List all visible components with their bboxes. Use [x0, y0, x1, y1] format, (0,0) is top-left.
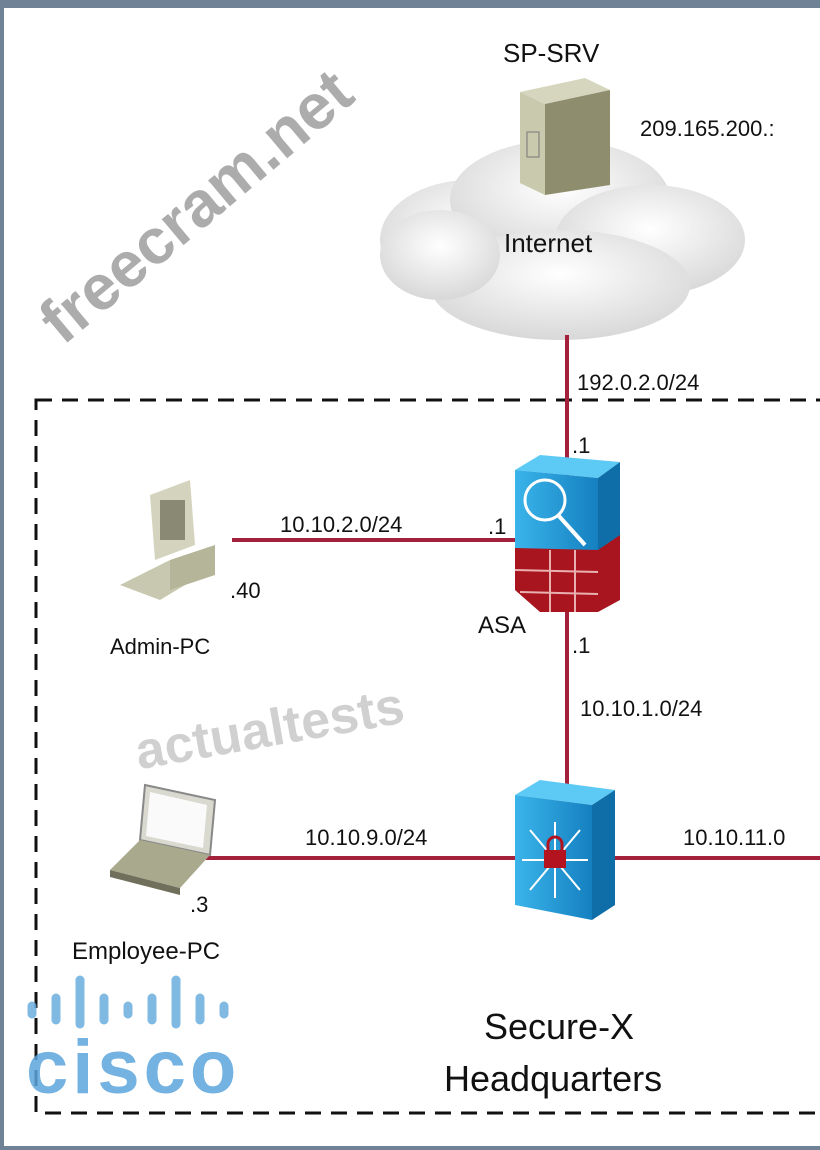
subnet-admin-asa: 10.10.2.0/24 — [280, 512, 403, 537]
asa-inside-ip: .1 — [572, 633, 591, 658]
server-icon — [520, 78, 610, 195]
server-address: 209.165.200.: — [640, 116, 775, 141]
site-boundary — [34, 398, 820, 1115]
cisco-logo-bars-watermark — [27, 975, 229, 1029]
network-diagram: SP-SRV 209.165.200.: Internet 192.0.2.0/… — [4, 8, 820, 1146]
admin-pc-icon — [120, 480, 215, 600]
site-name-line2: Headquarters — [444, 1058, 663, 1099]
server-label: SP-SRV — [503, 38, 600, 68]
admin-pc-host: .40 — [230, 578, 261, 603]
cloud-label: Internet — [504, 228, 593, 258]
asa-outside-ip: .1 — [572, 433, 591, 458]
employee-pc-host: .3 — [190, 892, 209, 917]
subnet-asa-switch: 10.10.1.0/24 — [580, 696, 703, 721]
subnet-employee-switch: 10.10.9.0/24 — [305, 825, 428, 850]
asa-label: ASA — [478, 612, 527, 639]
diagram-graphics — [34, 78, 820, 1115]
subnet-internet-asa: 192.0.2.0/24 — [577, 370, 700, 395]
asa-admin-ip: .1 — [488, 514, 507, 539]
admin-pc-label: Admin-PC — [110, 634, 211, 659]
internet-cloud-icon — [380, 140, 745, 340]
site-name-line1: Secure-X — [484, 1006, 635, 1047]
security-switch-icon — [515, 780, 615, 920]
asa-firewall-icon — [514, 455, 620, 612]
employee-pc-label: Employee-PC — [72, 938, 221, 965]
subnet-switch-right: 10.10.11.0 — [683, 825, 786, 850]
employee-laptop-icon — [110, 783, 217, 895]
